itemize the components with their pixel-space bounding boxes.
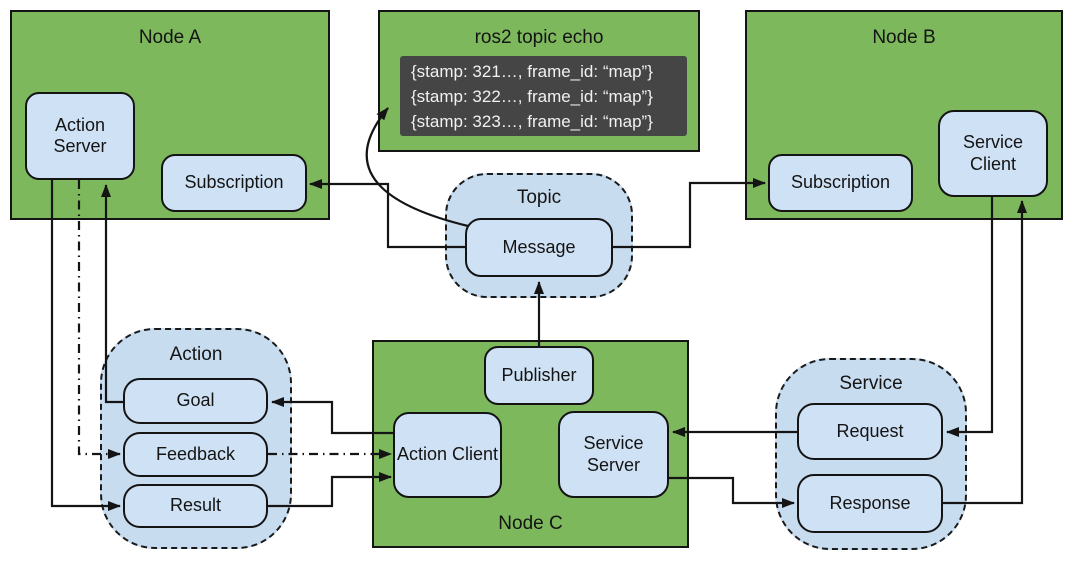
service-server-label: Service Server xyxy=(583,433,644,475)
response-label: Response xyxy=(829,492,911,513)
terminal-line: {stamp: 322…, frame_id: “map”} xyxy=(411,87,653,106)
action-region-title: Action xyxy=(169,344,223,365)
service-client-label: Service Client xyxy=(962,132,1024,174)
terminal-line: {stamp: 321…, frame_id: “map”} xyxy=(411,62,653,81)
node-b-title: Node B xyxy=(872,27,936,48)
subscription-b-label: Subscription xyxy=(790,172,891,193)
subscription-b-box: Subscription xyxy=(768,154,913,212)
echo-terminal: {stamp: 321…, frame_id: “map”} {stamp: 3… xyxy=(400,56,687,136)
publisher-box: Publisher xyxy=(484,346,594,405)
feedback-label: Feedback xyxy=(155,443,236,464)
node-a-title: Node A xyxy=(138,27,202,48)
request-box: Request xyxy=(797,403,943,460)
service-server-box: Service Server xyxy=(558,411,669,498)
terminal-line: {stamp: 323…, frame_id: “map”} xyxy=(411,112,653,131)
action-server-box: Action Server xyxy=(25,92,135,180)
request-label: Request xyxy=(836,420,904,441)
publisher-label: Publisher xyxy=(501,364,577,385)
result-label: Result xyxy=(169,495,222,516)
result-box: Result xyxy=(123,484,268,528)
ros2-topic-echo-title: ros2 topic echo xyxy=(474,27,604,48)
service-region-title: Service xyxy=(839,373,903,394)
feedback-box: Feedback xyxy=(123,432,268,477)
node-c-title: Node C xyxy=(498,513,563,534)
goal-box: Goal xyxy=(123,378,268,424)
subscription-a-box: Subscription xyxy=(161,154,307,212)
action-server-label: Action Server xyxy=(53,114,107,156)
message-label: Message xyxy=(502,236,576,257)
message-box: Message xyxy=(465,218,613,277)
subscription-a-label: Subscription xyxy=(184,172,284,193)
action-client-label: Action Client xyxy=(396,444,499,465)
response-box: Response xyxy=(797,474,943,533)
topic-region-title: Topic xyxy=(516,187,562,208)
action-client-box: Action Client xyxy=(393,412,502,498)
arrow-message-to-subscription-b xyxy=(613,178,766,249)
arrow-message-to-subscription-a xyxy=(309,179,465,249)
service-client-box: Service Client xyxy=(938,110,1048,197)
goal-label: Goal xyxy=(176,390,215,411)
